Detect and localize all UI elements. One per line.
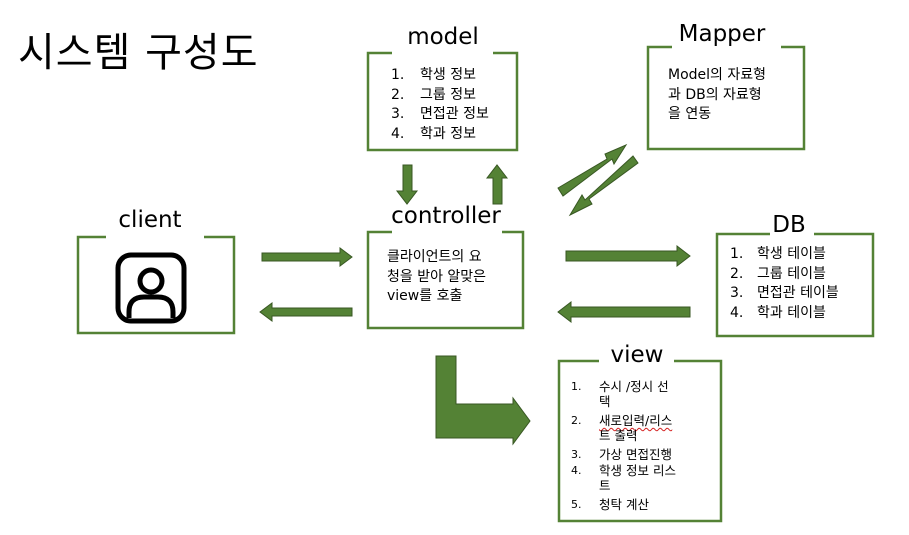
db-frame (715, 232, 875, 338)
db-item: 1.학생 테이블 (730, 246, 826, 262)
arrow-controller-to-client (259, 302, 353, 322)
model-label: model (407, 24, 479, 50)
controller-description: 클라이언트의 요 청을 받아 알맞은 view를 호출 (387, 249, 487, 304)
client-frame (76, 235, 236, 335)
arrow-model-to-controller (395, 164, 419, 205)
view-label: view (610, 342, 664, 368)
view-frame (557, 359, 723, 523)
controller-box: 클라이언트의 요 청을 받아 알맞은 view를 호출 (366, 230, 525, 330)
controller-frame (366, 230, 525, 330)
user-icon (115, 252, 187, 324)
model-item: 4.학과 정보 (391, 125, 476, 142)
mapper-description: Model의 자료형 과 DB의 자료형 을 연동 (668, 67, 767, 122)
arrow-client-to-controller (261, 247, 353, 267)
mapper-label: Mapper (678, 21, 766, 47)
db-item: 2.그룹 테이블 (730, 265, 826, 282)
db-item: 3.면접관 테이블 (730, 285, 839, 301)
db-item: 4.학과 테이블 (730, 304, 826, 321)
model-box: 1.학생 정보 2.그룹 정보 3.면접관 정보 4.학과 정보 (366, 51, 519, 152)
mapper-box: Model의 자료형 과 DB의 자료형 을 연동 (646, 45, 806, 151)
view-item: 3. 가상 면접진행 (571, 447, 672, 462)
model-list: 1.학생 정보 2.그룹 정보 3.면접관 정보 4.학과 정보 (391, 66, 489, 144)
arrow-controller-to-db (565, 244, 691, 268)
db-box: 1.학생 테이블 2.그룹 테이블 3.면접관 테이블 4.학과 테이블 (715, 232, 875, 338)
client-label: client (118, 207, 182, 233)
db-label: DB (772, 212, 806, 238)
arrow-mapper-to-controller (568, 155, 639, 217)
arrow-controller-to-mapper (557, 143, 628, 197)
db-list: 1.학생 테이블 2.그룹 테이블 3.면접관 테이블 4.학과 테이블 (730, 245, 839, 323)
controller-label: controller (391, 203, 501, 229)
client-box (76, 235, 236, 335)
model-frame (366, 51, 519, 152)
mapper-frame (646, 45, 806, 151)
model-item: 3.면접관 정보 (391, 106, 489, 122)
model-item: 1.학생 정보 (391, 67, 476, 83)
arrow-controller-to-model (485, 164, 509, 205)
arrow-db-to-controller (557, 300, 691, 324)
model-item: 2.그룹 정보 (391, 86, 476, 103)
arrow-controller-to-view (435, 355, 531, 446)
view-item: 5. 청탁 계산 (571, 497, 649, 512)
diagram-title: 시스템 구성도 (18, 30, 259, 76)
